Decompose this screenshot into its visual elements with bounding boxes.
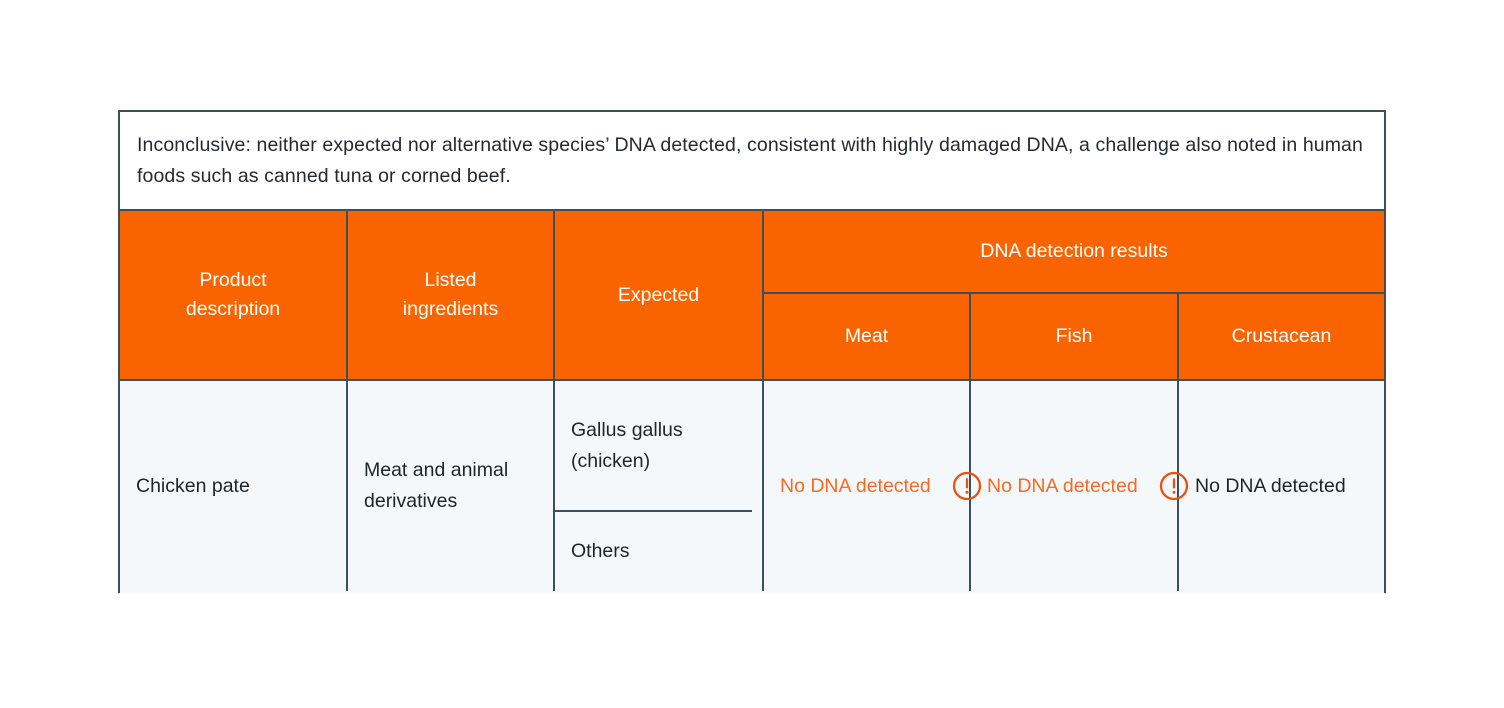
column-header-crustacean: Crustacean xyxy=(1179,294,1384,379)
column-header-listed-ingredients: Listed ingredients xyxy=(348,211,555,379)
cell-expected-species-primary-value: Gallus gallus (chicken) xyxy=(571,418,683,472)
cell-result-meat: No DNA detected xyxy=(764,381,981,591)
cell-expected-species-primary: Gallus gallus (chicken) xyxy=(555,381,762,510)
column-header-fish-label: Fish xyxy=(1055,325,1093,347)
cell-result-fish-value: No DNA detected xyxy=(987,474,1138,497)
cell-result-crustacean-value: No DNA detected xyxy=(1195,474,1346,497)
inconclusive-note-text: Inconclusive: neither expected nor alter… xyxy=(137,134,1363,187)
cell-listed-ingredients: Meat and animal derivatives xyxy=(348,381,555,591)
cell-product-description-value: Chicken pate xyxy=(136,474,250,497)
column-header-crustacean-label: Crustacean xyxy=(1231,325,1332,347)
cell-result-fish: No DNA detected xyxy=(971,381,1188,591)
cell-product-description: Chicken pate xyxy=(120,381,348,591)
table-note-row: Inconclusive: neither expected nor alter… xyxy=(120,112,1384,211)
cell-listed-ingredients-value: Meat and animal derivatives xyxy=(364,459,509,512)
alert-circle-icon xyxy=(952,471,981,501)
cell-expected-species-others: Others xyxy=(555,512,762,591)
column-group-header-dna-detection-results: DNA detection results xyxy=(764,211,1384,294)
column-group-header-dna-detection-results-label: DNA detection results xyxy=(980,240,1168,262)
cell-result-meat-value: No DNA detected xyxy=(780,474,931,497)
product-description-line-1: Product xyxy=(199,269,267,291)
column-header-product-description: Product description xyxy=(120,211,348,379)
listed-ingredients-line-2: ingredients xyxy=(402,298,499,320)
column-header-fish: Fish xyxy=(971,294,1179,379)
cell-result-meat-content: No DNA detected xyxy=(764,381,981,591)
column-header-product-description-label: Product description xyxy=(186,266,280,324)
column-header-meat: Meat xyxy=(764,294,971,379)
expected-cell-divider xyxy=(555,510,752,512)
product-description-line-2: description xyxy=(185,298,281,320)
listed-ingredients-line-1: Listed xyxy=(424,269,477,291)
alert-circle-icon xyxy=(1159,471,1188,501)
table-row: Chicken pate Meat and animal derivatives… xyxy=(120,379,1384,593)
dna-detection-results-table: Inconclusive: neither expected nor alter… xyxy=(118,110,1386,593)
column-header-expected: Expected xyxy=(555,211,764,379)
column-header-listed-ingredients-label: Listed ingredients xyxy=(403,266,498,324)
cell-expected: Gallus gallus (chicken) Others xyxy=(555,381,764,591)
table-header-band: Product description Listed ingredients Exp… xyxy=(120,211,1384,379)
cell-expected-species-others-value: Others xyxy=(571,540,630,562)
cell-result-fish-content: No DNA detected xyxy=(971,381,1188,591)
column-header-meat-label: Meat xyxy=(844,325,889,347)
column-header-expected-label: Expected xyxy=(617,283,700,306)
cell-result-crustacean: No DNA detected xyxy=(1179,381,1384,591)
